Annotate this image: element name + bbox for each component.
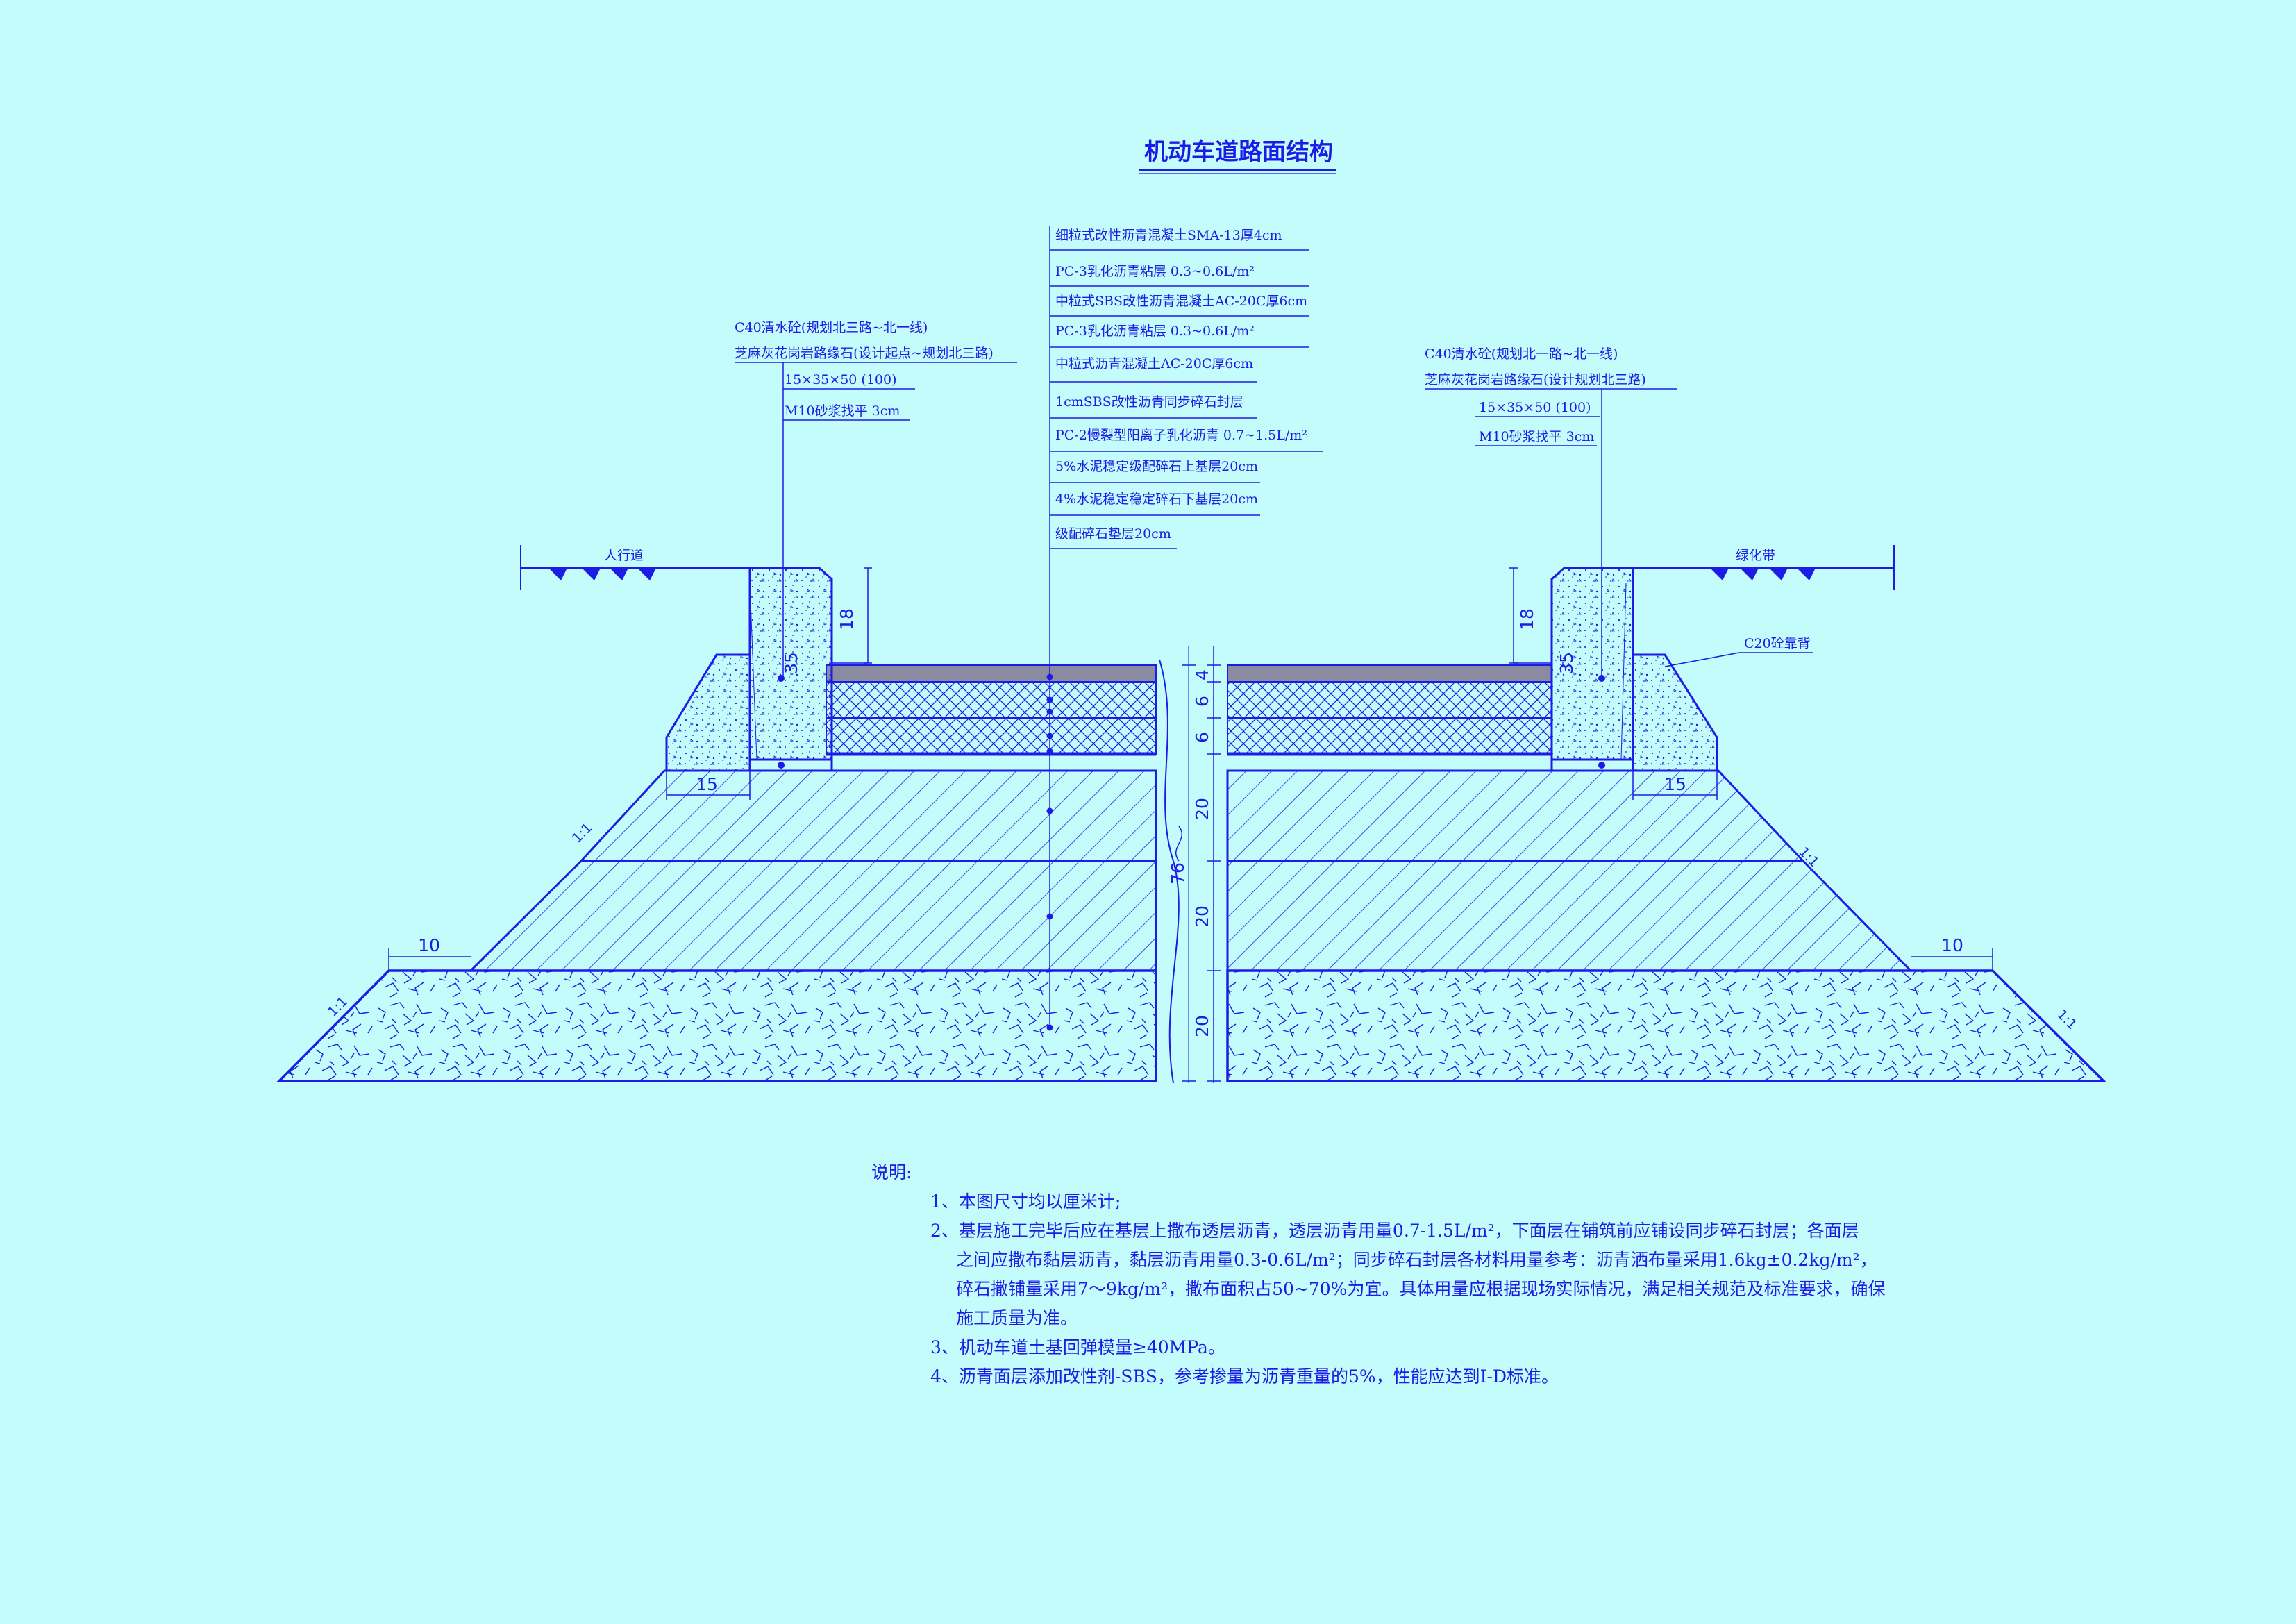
left-curb-height-dim: 35: [781, 652, 801, 674]
note-2: 2、基层施工完毕后应在基层上撒布透层沥青，透层沥青用量0.7-1.5L/m²，下…: [930, 1221, 1859, 1241]
left-backing: [665, 653, 751, 772]
right-curb-height-dim: 35: [1557, 652, 1577, 674]
layer-callouts: 细粒式改性沥青混凝土SMA-13厚4cm PC-3乳化沥青粘层 0.3~0.6L…: [1046, 226, 1323, 1031]
left-asphalt-surface: [826, 664, 1157, 683]
center-dimensions: 4 6 6 20 20 20 76: [1159, 646, 1221, 1084]
layer-label-8: 5%水泥稳定级配碎石上基层20cm: [1055, 459, 1258, 474]
left-shoulder-dim: 10: [418, 935, 440, 955]
left-asphalt-lower: [826, 717, 1157, 755]
right-section: 绿化带 18 35 15 10 1:1 1:1 C20砼靠背 C40清水砼(规划…: [1226, 346, 2107, 1082]
sidewalk-label: 人行道: [604, 548, 644, 563]
left-asphalt-middle: [826, 681, 1157, 719]
left-ground-symbol: [550, 569, 655, 580]
right-asphalt-surface: [1227, 664, 1552, 683]
notes-section: 说明: 1、本图尺寸均以厘米计; 2、基层施工完毕后应在基层上撒布透层沥青，透层…: [871, 1158, 1913, 1391]
right-shoulder-dim: 10: [1941, 935, 1963, 955]
left-lower-base-layer: [468, 860, 1157, 972]
drawing-title: 机动车道路面结构: [1144, 138, 1333, 166]
note-3: 3、机动车道土基回弹模量≥40MPa。: [930, 1337, 1225, 1357]
right-curb-line1: C40清水砼(规划北一路~北一线): [1425, 346, 1618, 362]
layer-label-9: 4%水泥稳定稳定碎石下基层20cm: [1055, 492, 1258, 507]
layer-label-7: PC-2慢裂型阳离子乳化沥青 0.7~1.5L/m²: [1055, 428, 1307, 443]
left-section: 人行道 18 35 15 10 1:1 1:1 C40清水砼(规划北三路~北一线…: [276, 320, 1157, 1082]
right-cushion-layer: [1226, 969, 2107, 1082]
right-lower-base-layer: [1226, 860, 1913, 972]
note-2-cont-2: 碎石撒铺量采用7～9kg/m²，撒布面积占50~70%为宜。具体用量应根据现场实…: [956, 1279, 1886, 1299]
right-curb-spec: 15×35×50 (100): [1479, 400, 1591, 415]
layer-label-5: 中粒式沥青混凝土AC-20C厚6cm: [1055, 356, 1253, 371]
right-backing: [1632, 653, 1718, 772]
layer-label-3: 中粒式SBS改性沥青混凝土AC-20C厚6cm: [1055, 294, 1307, 309]
left-curb-spec: 15×35×50 (100): [785, 372, 897, 387]
right-curb-line2: 芝麻灰花岗岩路缘石(设计规划北三路): [1425, 372, 1646, 387]
left-backing-width-dim: 15: [696, 774, 718, 794]
dim-lower-6: 6: [1192, 732, 1212, 743]
dim-total-76: 76: [1168, 862, 1188, 885]
layer-label-2: PC-3乳化沥青粘层 0.3~0.6L/m²: [1055, 264, 1255, 279]
dim-cushion-20: 20: [1192, 1015, 1212, 1037]
note-4: 4、沥青面层添加改性剂-SBS，参考掺量为沥青重量的5%，性能应达到I-D标准。: [930, 1366, 1559, 1387]
left-mortar: [748, 758, 833, 772]
right-lower-slope: 1:1: [2054, 1007, 2079, 1032]
layer-label-10: 级配碎石垫层20cm: [1055, 526, 1171, 542]
backing-label: C20砼靠背: [1744, 636, 1811, 651]
dim-surface-4: 4: [1192, 669, 1212, 680]
layer-label-4: PC-3乳化沥青粘层 0.3~0.6L/m²: [1055, 324, 1255, 339]
layer-label-1: 细粒式改性沥青混凝土SMA-13厚4cm: [1055, 228, 1282, 243]
left-upper-slope: 1:1: [569, 820, 595, 846]
right-curb-mortar: M10砂浆找平 3cm: [1479, 429, 1594, 444]
layer-label-6: 1cmSBS改性沥青同步碎石封层: [1055, 394, 1243, 410]
right-backing-width-dim: 15: [1664, 774, 1686, 794]
note-1: 1、本图尺寸均以厘米计;: [930, 1191, 1121, 1212]
note-2-cont-3: 施工质量为准。: [956, 1308, 1078, 1328]
left-cushion-layer: [276, 969, 1157, 1082]
left-curb-line1: C40清水砼(规划北三路~北一线): [735, 320, 928, 335]
left-curb-mortar: M10砂浆找平 3cm: [785, 403, 900, 419]
right-asphalt-lower: [1227, 717, 1552, 755]
dim-upper-base-20: 20: [1192, 798, 1212, 820]
right-ground-symbol: [1711, 569, 1815, 580]
left-curb-line2: 芝麻灰花岗岩路缘石(设计起点~规划北三路): [735, 346, 994, 361]
notes-heading: 说明:: [871, 1162, 912, 1182]
right-mortar: [1550, 758, 1634, 772]
right-curb-exposed-dim: 18: [1517, 608, 1537, 630]
green-belt-label: 绿化带: [1736, 548, 1775, 563]
left-curb: [748, 567, 833, 761]
left-upper-base-layer: [578, 769, 1157, 862]
dim-middle-6: 6: [1192, 696, 1212, 707]
note-2-cont-1: 之间应撒布黏层沥青，黏层沥青用量0.3-0.6L/m²；同步碎石封层各材料用量参…: [956, 1250, 1877, 1270]
left-curb-exposed-dim: 18: [837, 608, 857, 630]
right-asphalt-middle: [1227, 681, 1552, 719]
dim-lower-base-20: 20: [1192, 905, 1212, 928]
